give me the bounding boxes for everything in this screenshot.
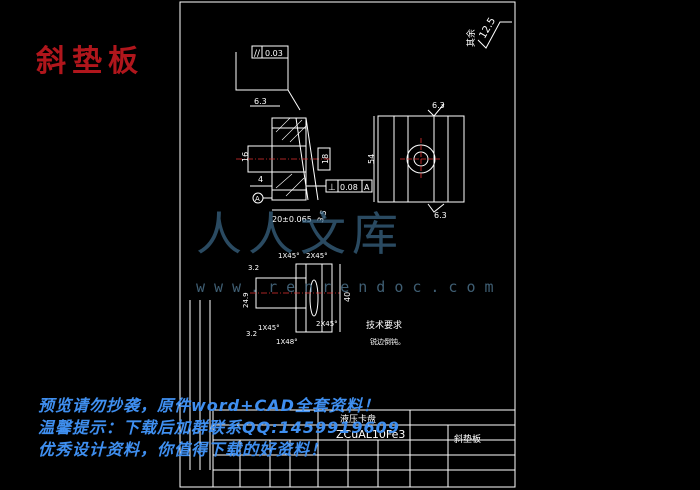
front-view bbox=[236, 117, 330, 201]
watermark-url: www.renrendoc.com bbox=[196, 278, 503, 296]
side-view bbox=[373, 115, 465, 203]
title-block-assembly: 液压卡盘 bbox=[340, 413, 376, 425]
dim-18: 18 bbox=[321, 154, 330, 164]
promo-line-2: 温馨提示：下载后加群联系QQ:1459919609 bbox=[38, 418, 400, 437]
dim-2x45-a: 2X45° bbox=[306, 252, 328, 260]
dim-54: 54 bbox=[367, 154, 376, 164]
notes-item1: 锐边倒钝。 bbox=[370, 337, 405, 346]
dim-3-2-bottom: 3.2 bbox=[246, 330, 257, 338]
perp-datum: A bbox=[364, 183, 370, 192]
dim-3-2: 3.2 bbox=[248, 264, 259, 272]
roughness-value: 12.5 bbox=[478, 16, 499, 41]
left-note-strip bbox=[189, 300, 211, 470]
title-block-material: ZCuAL10Fe3 bbox=[336, 428, 405, 441]
datum-a-circle: A bbox=[255, 195, 260, 203]
title-block bbox=[212, 409, 516, 488]
dim-1x48: 1X48° bbox=[276, 338, 298, 346]
dim-6-3-top: 6.3 bbox=[254, 97, 267, 106]
dim-40: 40 bbox=[343, 292, 352, 302]
perp-value: 0.08 bbox=[340, 183, 358, 192]
dim-2x45-b: 2X45° bbox=[316, 320, 338, 328]
dim-3-5: 3.5 bbox=[316, 209, 329, 224]
notes-heading: 技术要求 bbox=[366, 319, 402, 331]
overlay-title: 斜垫板 bbox=[36, 44, 144, 79]
roughness-symbol: 其余 12.5 bbox=[465, 16, 512, 49]
dim-16: 16 bbox=[241, 152, 250, 162]
dim-1x45-a: 1X45° bbox=[278, 252, 300, 260]
dim-1x45-b: 1X45° bbox=[258, 324, 280, 332]
dim-6-3-bottom: 6.3 bbox=[434, 211, 447, 220]
parallel-symbol: // bbox=[254, 49, 261, 59]
perpendicularity-frame: ⊥ 0.08 A bbox=[306, 179, 373, 193]
promo-line-1: 预览请勿抄袭，原件word+CAD全套资料！ bbox=[38, 396, 380, 415]
parallel-value: 0.03 bbox=[265, 49, 283, 58]
dim-6-3-right: 6.3 bbox=[432, 101, 445, 110]
bottom-view bbox=[250, 263, 341, 333]
dim-4: 4 bbox=[258, 175, 263, 184]
title-block-part-name: 斜垫板 bbox=[454, 433, 481, 445]
promo-line-3: 优秀设计资料，你值得下载的好资料！ bbox=[38, 440, 328, 459]
dim-20: 20±0.065 bbox=[272, 215, 312, 224]
perp-symbol: ⊥ bbox=[328, 183, 336, 193]
roughness-label: 其余 bbox=[465, 29, 477, 47]
parallel-tolerance-frame: // 0.03 bbox=[235, 45, 301, 111]
dim-24-9: 24.9 bbox=[242, 292, 250, 308]
watermark-logo: 人人文库 bbox=[196, 207, 404, 261]
